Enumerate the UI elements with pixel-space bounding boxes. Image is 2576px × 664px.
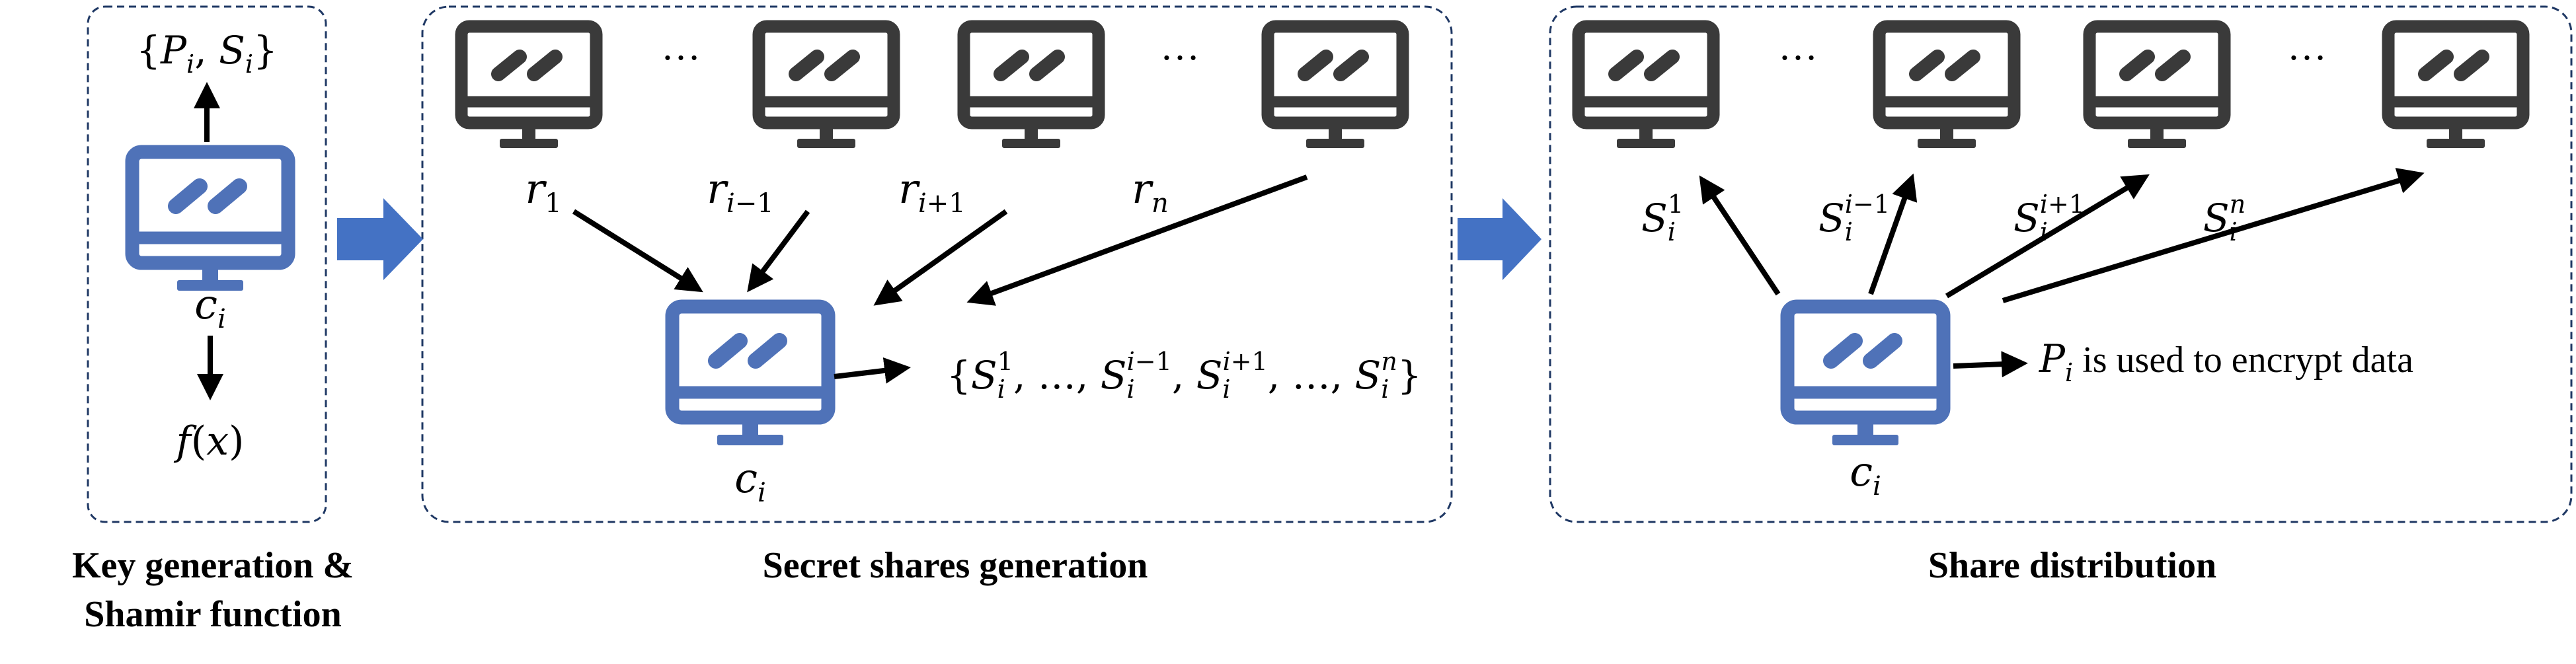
node-label: ci: [1850, 447, 1881, 501]
arrow: [873, 209, 1008, 306]
key-generation-caption-line1: Key generation &: [72, 545, 354, 586]
arrow: [1945, 174, 2150, 299]
input-label: r1: [525, 165, 561, 219]
block-arrow-icon: [337, 198, 423, 280]
secret-shares-panel: [421, 5, 1453, 523]
secret-shares-caption: Secret shares generation: [763, 545, 1148, 586]
arrow: [572, 209, 703, 293]
monitor-icon: [1787, 307, 1943, 445]
monitor-icon: [2388, 26, 2523, 148]
arrow: [2002, 168, 2425, 303]
arrow: [966, 174, 1308, 306]
input-label: ri+1: [898, 165, 965, 219]
share-set-label: {Si1, …, Sii−1, Sii+1, …, Sin}: [947, 347, 1422, 404]
monitor-icon: [964, 26, 1099, 148]
monitor-icon: [1879, 26, 2014, 148]
monitor-icon: [1579, 26, 1713, 148]
function-label: f(x): [174, 418, 245, 464]
block-arrow-icon: [1458, 198, 1542, 280]
key-generation-caption-line2: Shamir function: [84, 594, 341, 635]
arrow: [1953, 351, 2028, 378]
monitor-icon: [2089, 26, 2224, 148]
monitor-icon: [1268, 26, 1403, 148]
arrow: [834, 357, 911, 384]
ellipsis: …: [2287, 24, 2327, 68]
arrow: [1868, 173, 1918, 295]
arrow: [747, 209, 810, 293]
ellipsis: …: [661, 24, 701, 68]
distribution-panel: [1549, 5, 2573, 523]
output-label: Si1: [1641, 190, 1684, 246]
monitor-icon: [759, 26, 894, 148]
monitor-icon: [461, 26, 596, 148]
encrypt-note: Pi is used to encrypt data: [2039, 336, 2413, 387]
key-generation-panel: [87, 5, 327, 523]
monitor-icon: [672, 307, 828, 445]
distribution-caption: Share distribution: [1928, 545, 2216, 586]
input-label: ri−1: [707, 165, 773, 219]
output-set-label: {Pi, Si}: [136, 28, 278, 79]
input-label: rn: [1132, 165, 1168, 219]
node-label: ci: [734, 454, 766, 508]
ellipsis: …: [1160, 24, 1200, 68]
output-label: Sii−1: [1818, 190, 1890, 246]
ellipsis: …: [1778, 24, 1818, 68]
monitor-icon: [132, 152, 288, 291]
arrow: [1699, 175, 1781, 296]
